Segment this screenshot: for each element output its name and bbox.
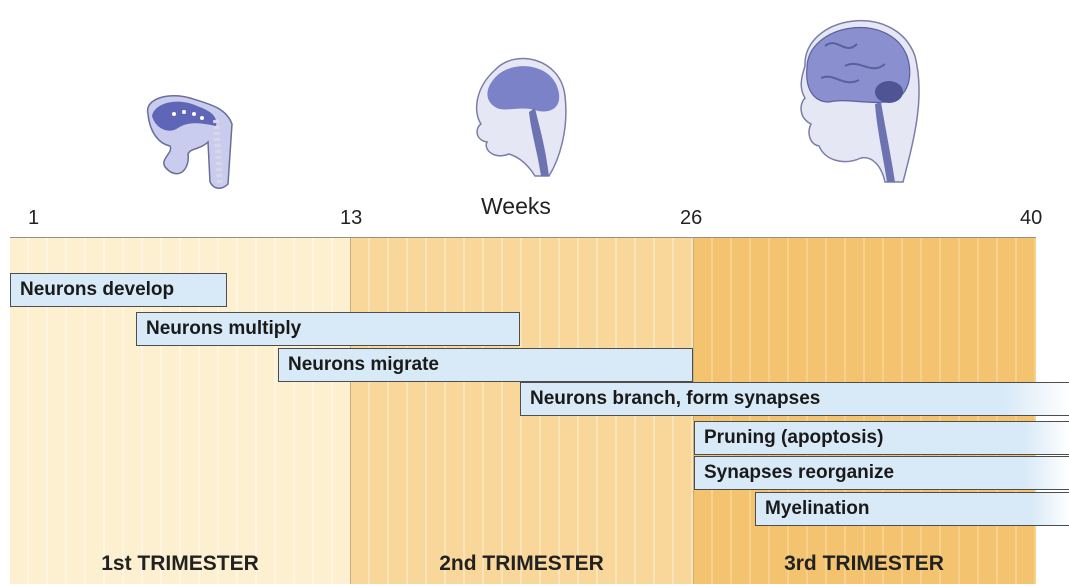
- stage-pruning: Pruning (apoptosis): [694, 421, 1069, 455]
- tick-week-40: 40: [1020, 207, 1042, 230]
- stage-neurons-branch: Neurons branch, form synapses: [520, 382, 1069, 416]
- stage-myelination: Myelination: [755, 492, 1069, 526]
- axis-title: Weeks: [481, 193, 551, 220]
- fetus-head-illustration: [465, 50, 575, 180]
- stage-neurons-migrate: Neurons migrate: [278, 348, 693, 382]
- trimester-label-2: 2nd TRIMESTER: [350, 552, 693, 576]
- trimester-label-3: 3rd TRIMESTER: [693, 552, 1035, 576]
- stage-neurons-develop: Neurons develop: [10, 273, 227, 307]
- tick-week-13: 13: [340, 207, 362, 230]
- tick-week-1: 1: [28, 207, 39, 230]
- stage-neurons-multiply: Neurons multiply: [136, 312, 520, 346]
- stage-synapses-reorganize: Synapses reorganize: [694, 456, 1069, 490]
- tick-week-26: 26: [680, 207, 702, 230]
- infant-head-brain-illustration: [785, 6, 925, 186]
- embryo-illustration: [130, 84, 250, 194]
- trimester-label-1: 1st TRIMESTER: [10, 552, 350, 576]
